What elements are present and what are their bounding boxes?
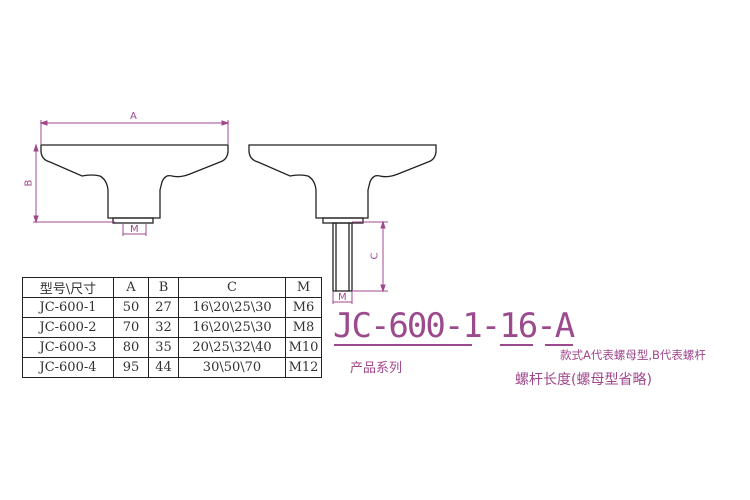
table-row: JC-600-1 50 27 16\20\25\30 M6	[22, 297, 322, 318]
cell-m: M10	[285, 337, 322, 358]
series-underline	[334, 344, 472, 346]
table-row: JC-600-2 70 32 16\20\25\30 M8	[22, 317, 322, 338]
cell-c: 16\20\25\30	[178, 297, 286, 318]
dimension-label-a: A	[130, 111, 137, 122]
dimension-label-b: B	[23, 179, 35, 187]
dimension-label-m-right: M	[338, 292, 347, 303]
header-model: 型号\尺寸	[22, 277, 114, 298]
cell-c: 30\50\70	[178, 357, 286, 378]
code-separator: -	[480, 306, 502, 346]
model-code: JC-600-1-16-A	[333, 306, 576, 346]
dimension-label-c: C	[369, 252, 381, 260]
dimension-label-m-left: M	[130, 224, 139, 235]
cell-m: M12	[285, 357, 322, 378]
code-series: JC-600-1	[333, 306, 483, 346]
cell-c: 16\20\25\30	[178, 317, 286, 338]
header-m: M	[285, 277, 322, 298]
cell-model: JC-600-1	[22, 297, 114, 318]
length-underline	[500, 344, 533, 346]
header-b: B	[148, 277, 179, 298]
header-a: A	[113, 277, 149, 298]
table-row: JC-600-3 80 35 20\25\32\40 M10	[22, 337, 322, 358]
code-separator: -	[536, 306, 557, 346]
left-nut	[112, 217, 154, 224]
cell-model: JC-600-2	[22, 317, 114, 338]
threaded-bolt	[332, 222, 353, 292]
series-note: 产品系列	[350, 361, 403, 376]
cell-a: 95	[113, 357, 149, 378]
table-header-row: 型号\尺寸 A B C M	[22, 277, 322, 298]
cell-a: 70	[113, 317, 149, 338]
code-style: A	[554, 306, 576, 346]
cell-model: JC-600-4	[22, 357, 114, 378]
dimension-lines	[33, 120, 388, 304]
cell-b: 32	[148, 317, 179, 338]
cell-b: 27	[148, 297, 179, 318]
cell-m: M8	[285, 317, 322, 338]
cell-m: M6	[285, 297, 322, 318]
cell-model: JC-600-3	[22, 337, 114, 358]
right-knob-outline	[248, 144, 437, 292]
length-note: 螺杆长度(螺母型省略)	[515, 372, 652, 388]
header-c: C	[178, 277, 286, 298]
cell-a: 80	[113, 337, 149, 358]
cell-a: 50	[113, 297, 149, 318]
style-note: 款式A代表螺母型,B代表螺杆	[560, 348, 706, 362]
cell-b: 35	[148, 337, 179, 358]
left-knob-outline	[40, 144, 229, 224]
table-row: JC-600-4 95 44 30\50\70 M12	[22, 357, 322, 378]
code-length: 16	[499, 306, 538, 346]
spec-table: 型号\尺寸 A B C M JC-600-1 50 27 16\20\25\30…	[22, 277, 322, 378]
style-underline	[545, 344, 573, 346]
cell-c: 20\25\32\40	[178, 337, 286, 358]
cell-b: 44	[148, 357, 179, 378]
